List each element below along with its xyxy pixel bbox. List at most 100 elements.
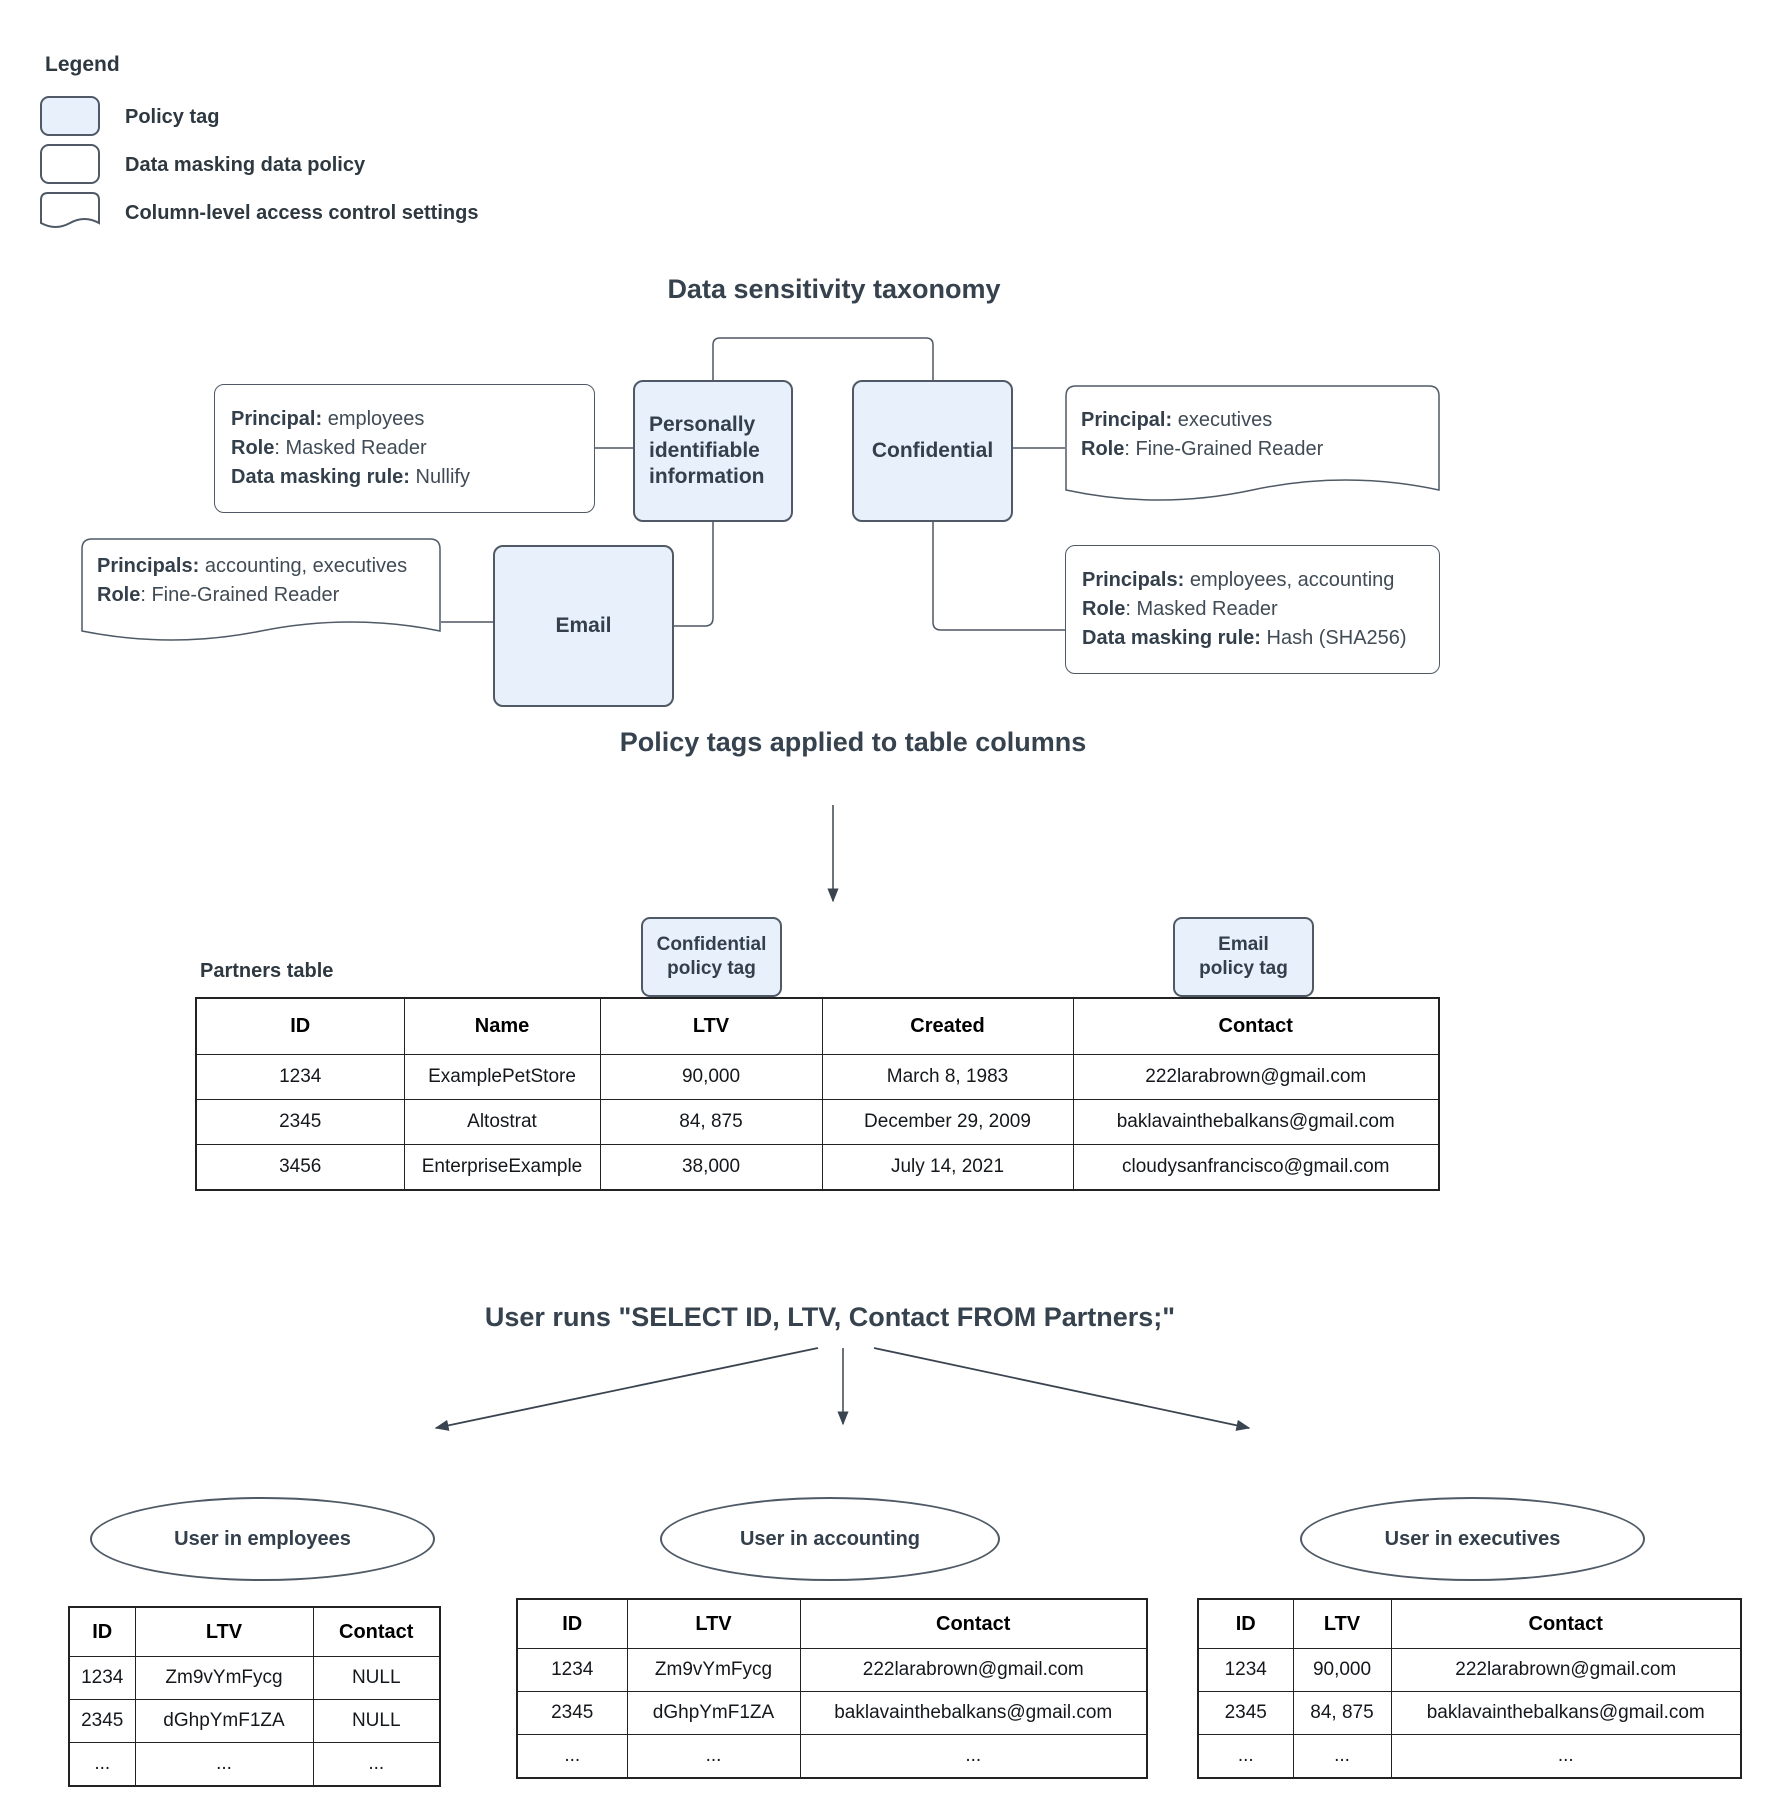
user-in-executives-ellipse: User in executives: [1300, 1497, 1645, 1581]
column-header: LTV: [626, 1598, 801, 1649]
legend-label-data-policy: Data masking data policy: [125, 154, 366, 176]
email-policy-tag-callout: Email policy tag: [1173, 917, 1314, 997]
table-cell: ...: [312, 1742, 441, 1787]
table-cell: 2345: [516, 1691, 628, 1735]
pii-policy-tag-node: Personally identifiable information: [633, 380, 793, 522]
table-cell: ...: [799, 1734, 1148, 1779]
table-cell: ...: [68, 1742, 136, 1787]
table-cell: dGhpYmF1ZA: [134, 1699, 314, 1743]
tag-line: policy tag: [1199, 958, 1288, 979]
column-header: Contact: [312, 1606, 441, 1657]
query-title: User runs "SELECT ID, LTV, Contact FROM …: [484, 1302, 1176, 1332]
tree-bracket-connector: [712, 337, 934, 380]
table-cell: July 14, 2021: [821, 1144, 1074, 1191]
column-header: Contact: [799, 1598, 1148, 1649]
table-cell: ...: [134, 1742, 314, 1787]
column-header: LTV: [134, 1606, 314, 1657]
taxonomy-title: Data sensitivity taxonomy: [667, 274, 1001, 304]
table-cell: 1234: [516, 1648, 628, 1692]
column-header: ID: [1197, 1598, 1294, 1649]
table-cell: 84, 875: [599, 1099, 823, 1145]
table-cell: ...: [626, 1734, 801, 1779]
access-control-swatch: [40, 192, 100, 232]
policy-line: Data masking rule: Nullify: [231, 466, 470, 488]
table-cell: EnterpriseExample: [403, 1144, 601, 1191]
table-cell: baklavainthebalkans@gmail.com: [799, 1691, 1148, 1735]
confidential-policy-tag-callout: Confidential policy tag: [641, 917, 782, 997]
policy-tag-swatch: [40, 96, 100, 136]
table-cell: ...: [1390, 1734, 1742, 1779]
table-cell: 222larabrown@gmail.com: [1072, 1054, 1440, 1100]
table-row: .........: [68, 1742, 441, 1787]
table-cell: December 29, 2009: [821, 1099, 1074, 1145]
column-header: LTV: [1292, 1598, 1392, 1649]
table-cell: Altostrat: [403, 1099, 601, 1145]
legend-title: Legend: [45, 53, 120, 76]
table-cell: 1234: [195, 1054, 405, 1100]
table-cell: NULL: [312, 1656, 441, 1700]
column-header: Contact: [1390, 1598, 1742, 1649]
table-cell: 38,000: [599, 1144, 823, 1191]
connector-confidential-to-policy: [932, 522, 1065, 631]
policy-line: Role: Masked Reader: [231, 437, 427, 459]
table-cell: 2345: [68, 1699, 136, 1743]
column-header: Created: [821, 997, 1074, 1055]
table-cell: Zm9vYmFycg: [626, 1648, 801, 1692]
policy-line: Principals: accounting, executives: [97, 555, 408, 577]
table-cell: baklavainthebalkans@gmail.com: [1390, 1691, 1742, 1735]
policy-section-title: Policy tags applied to table columns: [619, 727, 1087, 757]
column-header: ID: [195, 997, 405, 1055]
table-cell: Zm9vYmFycg: [134, 1656, 314, 1700]
policy-line: Role: Fine-Grained Reader: [1081, 438, 1324, 460]
table-cell: ...: [1292, 1734, 1392, 1779]
column-header: LTV: [599, 997, 823, 1055]
table-cell: 222larabrown@gmail.com: [1390, 1648, 1742, 1692]
column-header: ID: [516, 1598, 628, 1649]
arrow-to-employees: [434, 1347, 819, 1431]
partners-table-label: Partners table: [200, 960, 334, 982]
policy-line: Principals: employees, accounting: [1082, 569, 1395, 591]
column-header: Name: [403, 997, 601, 1055]
table-cell: 2345: [1197, 1691, 1294, 1735]
policy-line: Principal: employees: [231, 408, 425, 430]
table-cell: 2345: [195, 1099, 405, 1145]
table-cell: baklavainthebalkans@gmail.com: [1072, 1099, 1440, 1145]
user-in-employees-ellipse: User in employees: [90, 1497, 435, 1581]
table-cell: ExamplePetStore: [403, 1054, 601, 1100]
email-policy-tag-node: Email: [493, 545, 674, 707]
table-cell: 90,000: [599, 1054, 823, 1100]
legend-label-policy-tag: Policy tag: [125, 106, 220, 128]
table-cell: 3456: [195, 1144, 405, 1191]
column-header: Contact: [1072, 997, 1440, 1055]
arrow-to-executives: [873, 1347, 1251, 1431]
legend-label-access-control: Column-level access control settings: [125, 202, 479, 224]
table-cell: ...: [516, 1734, 628, 1779]
table-cell: 1234: [1197, 1648, 1294, 1692]
connector-pii-to-email: [674, 522, 714, 627]
tag-line: Confidential: [656, 934, 767, 955]
confidential-policy-tag-node: Confidential: [852, 380, 1013, 522]
table-row: .........: [516, 1734, 1148, 1779]
